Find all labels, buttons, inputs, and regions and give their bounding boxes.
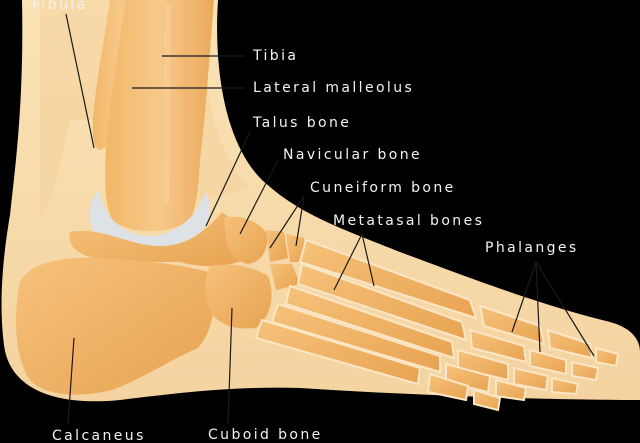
tibia-bone [105, 0, 214, 232]
leader-lines [65, 13, 595, 425]
label-talus-bone: Talus bone [253, 115, 352, 131]
cuboid-bone [205, 264, 272, 329]
metatarsal-bones [254, 238, 478, 386]
calcaneus-bone [15, 257, 214, 395]
cuneiform-bone-3 [270, 264, 300, 290]
talus-bone [69, 212, 249, 267]
label-phalanges: Phalanges [485, 240, 579, 256]
label-metatarsal-bones: Metatasal bones [333, 213, 485, 229]
navicular-bone [224, 216, 268, 264]
label-calcaneus: Calcaneus [52, 428, 146, 443]
label-lateral-malleolus: Lateral malleolus [253, 80, 415, 96]
label-navicular-bone: Navicular bone [283, 147, 423, 163]
label-fibula: Fibula [32, 0, 88, 13]
label-tibia: Tibia [253, 48, 299, 64]
cuneiform-bone-1 [266, 230, 288, 262]
phalanges-bones [426, 304, 620, 412]
label-cuboid-bone: Cuboid bone [208, 427, 323, 443]
label-cuneiform-bone: Cuneiform bone [310, 180, 456, 196]
ankle-cartilage [89, 190, 210, 250]
